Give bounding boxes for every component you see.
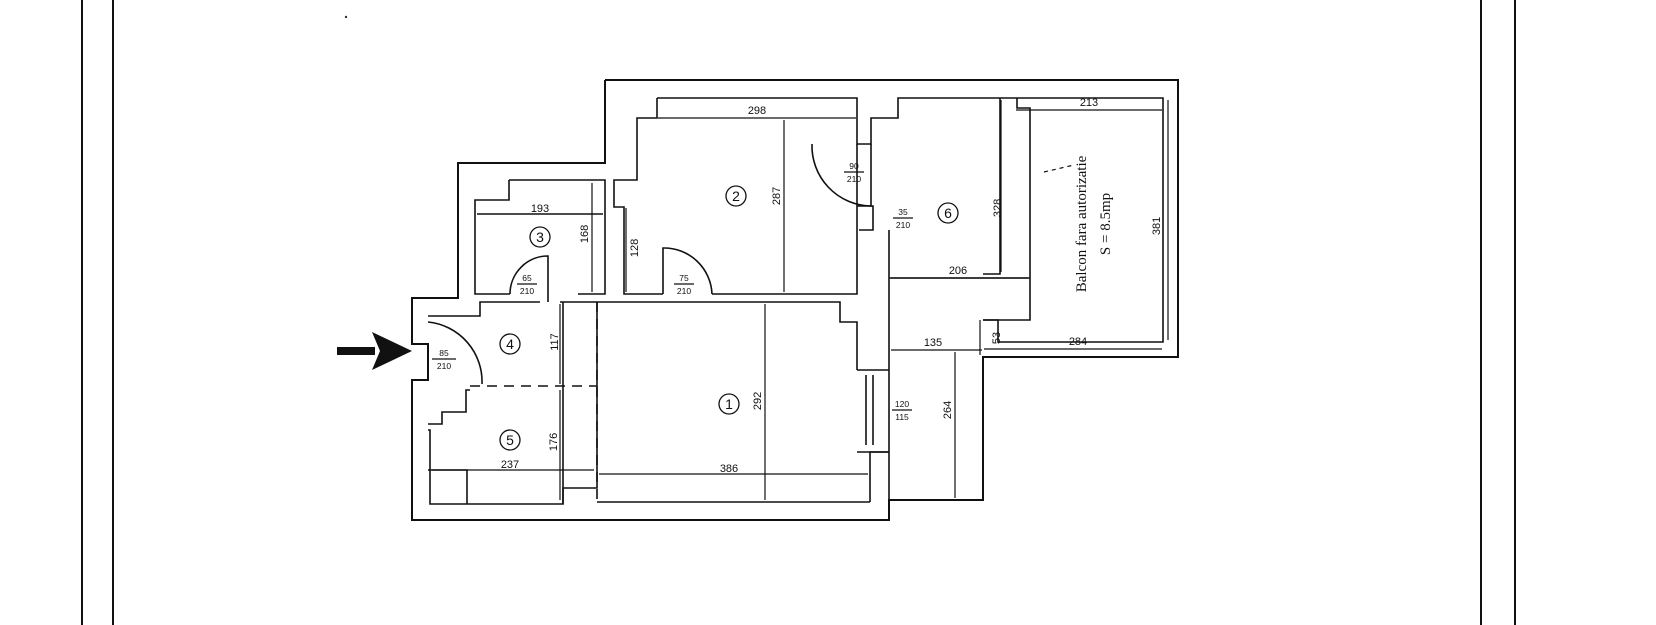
svg-text:90: 90 <box>849 161 859 171</box>
window-120-115 <box>857 369 889 453</box>
svg-text:4: 4 <box>506 336 514 352</box>
door-room-6: 90 210 <box>811 143 872 207</box>
balcony-area: S = 8.5mp <box>1098 193 1114 255</box>
dim-176: 176 <box>548 433 560 451</box>
room-label-3: 3 <box>529 226 551 248</box>
svg-text:6: 6 <box>944 205 952 221</box>
left-inner-frame-line <box>112 0 114 625</box>
window-label: 120 115 <box>892 399 912 422</box>
svg-text:35: 35 <box>898 207 908 217</box>
svg-text:3: 3 <box>536 229 544 245</box>
door-room-2: 75 210 <box>662 247 713 296</box>
dim-213: 213 <box>1080 97 1098 109</box>
svg-text:115: 115 <box>895 412 909 422</box>
outer-walls <box>411 79 1179 521</box>
svg-text:75: 75 <box>679 273 689 283</box>
left-outer-frame-line <box>81 0 83 625</box>
room-2-walls <box>613 98 874 295</box>
dim-117: 117 <box>549 333 561 351</box>
svg-text:85: 85 <box>439 348 449 358</box>
dim-237: 237 <box>501 459 519 471</box>
room-3-walls <box>474 179 606 295</box>
svg-text:2: 2 <box>732 188 740 204</box>
svg-text:210: 210 <box>896 220 910 230</box>
dim-264: 264 <box>942 401 954 419</box>
door-room-3: 65 210 <box>509 255 549 302</box>
dim-128: 128 <box>629 239 641 257</box>
dim-287: 287 <box>771 187 783 205</box>
dim-193: 193 <box>531 203 549 215</box>
svg-text:210: 210 <box>847 174 861 184</box>
dim-135: 135 <box>924 337 942 349</box>
dim-53: 53 <box>991 332 1003 344</box>
room-label-6: 6 <box>937 202 959 224</box>
dim-284: 284 <box>1069 336 1087 348</box>
room-label-1: 1 <box>718 393 740 415</box>
dim-206: 206 <box>949 265 967 277</box>
svg-text:65: 65 <box>522 273 532 283</box>
room-6-walls <box>888 98 1031 500</box>
svg-text:210: 210 <box>437 361 451 371</box>
door-room-6-side: 35 210 <box>893 207 913 230</box>
room-label-2: 2 <box>725 185 747 207</box>
dimension-lines <box>432 100 1169 500</box>
dim-381: 381 <box>1151 217 1163 235</box>
dashed-separators <box>470 302 983 502</box>
svg-text:120: 120 <box>895 399 909 409</box>
dim-292: 292 <box>752 392 764 410</box>
dim-298: 298 <box>748 105 766 117</box>
svg-text:5: 5 <box>506 432 514 448</box>
right-outer-frame-line <box>1514 0 1516 625</box>
room-labels: 2 3 6 4 1 5 <box>499 185 959 451</box>
svg-text:210: 210 <box>520 286 534 296</box>
entry-arrow-icon <box>337 332 412 370</box>
room-label-4: 4 <box>499 333 521 355</box>
scan-speck <box>344 15 348 19</box>
room-label-5: 5 <box>499 429 521 451</box>
dim-328: 328 <box>992 199 1004 217</box>
dimension-texts: 298 213 193 168 128 287 328 381 206 117 … <box>501 97 1163 475</box>
balcony-title: Balcon fara autorizatie <box>1074 155 1090 292</box>
svg-text:1: 1 <box>725 396 733 412</box>
door-entry: 85 210 <box>427 321 483 385</box>
svg-text:210: 210 <box>677 286 691 296</box>
right-inner-frame-line <box>1480 0 1482 625</box>
dim-168: 168 <box>579 225 591 243</box>
balcony-label: Balcon fara autorizatie S = 8.5mp <box>1043 155 1114 292</box>
dim-386: 386 <box>720 463 738 475</box>
